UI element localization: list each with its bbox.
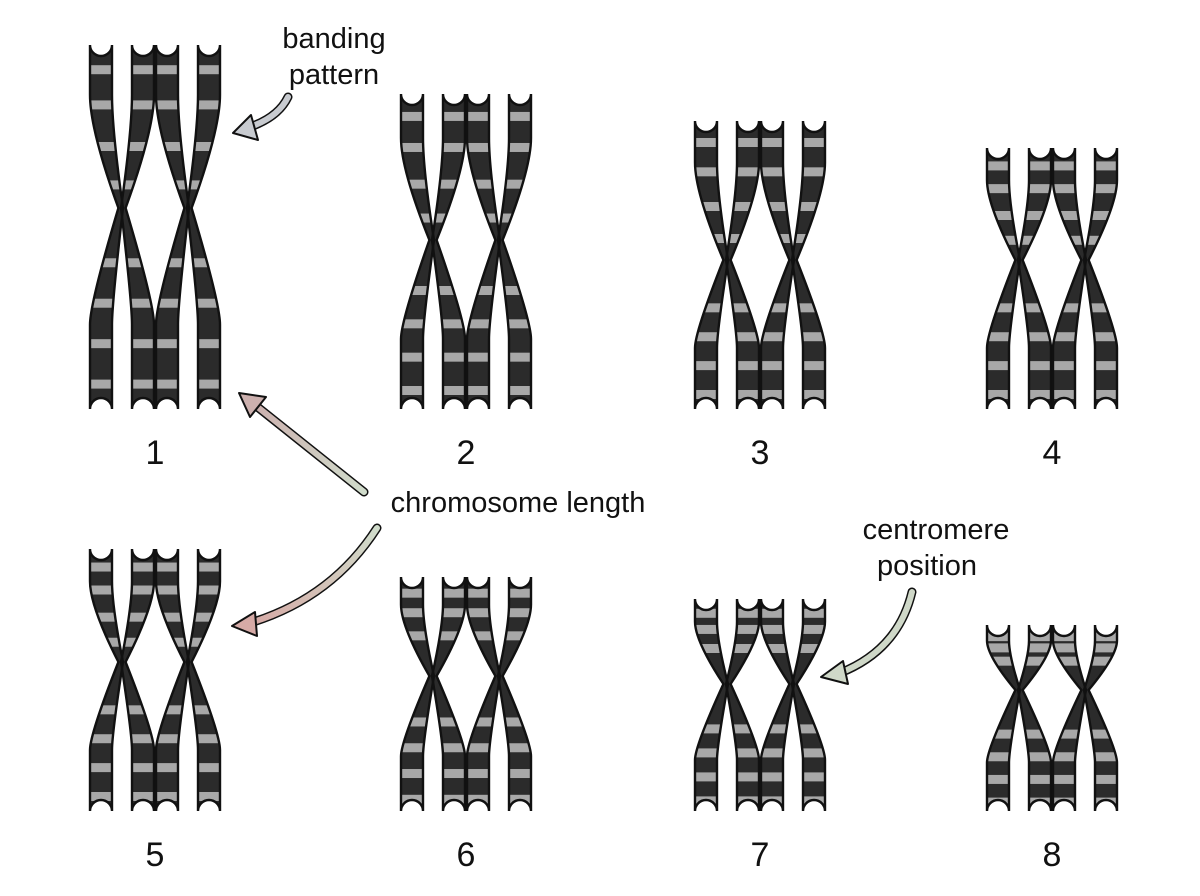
chromosome: [759, 120, 827, 410]
chromosome-pair-2: [399, 93, 533, 410]
chromosome: [465, 93, 533, 410]
chromosome-pair-4: [985, 147, 1119, 410]
pair-number-5: 5: [146, 836, 165, 874]
banding-pattern-arrowhead-icon: [232, 114, 259, 141]
pair-number-7: 7: [751, 836, 770, 874]
chromosome: [693, 120, 761, 410]
chromosome-length-label: chromosome length: [391, 487, 646, 519]
banding-pattern-annotation: banding pattern: [232, 23, 386, 141]
centromere-position-arrowhead-icon: [820, 660, 849, 685]
chromosome-pair-7: [693, 598, 827, 812]
chromosome: [399, 576, 467, 812]
chromosome: [693, 598, 761, 812]
pair-number-8: 8: [1043, 836, 1062, 874]
chromosome-pairs: [88, 44, 1119, 812]
banding-pattern-label-line2: pattern: [289, 59, 379, 91]
chromosome: [759, 598, 827, 812]
chromosome: [88, 548, 156, 812]
chromosome-length-arrowhead-bottom-icon: [231, 611, 258, 637]
chromosome: [985, 147, 1053, 410]
chromosome: [88, 44, 156, 410]
pair-number-3: 3: [751, 434, 770, 472]
chromosome: [154, 44, 222, 410]
chromosome: [985, 624, 1053, 812]
pair-number-2: 2: [457, 434, 476, 472]
chromosome-pair-6: [399, 576, 533, 812]
chromosome-pair-8: [985, 624, 1119, 812]
chromosome-pair-5: [88, 548, 222, 812]
pair-numbers: 1 2 3 4 5 6 7 8: [146, 434, 1062, 874]
banding-pattern-label-line1: banding: [282, 23, 385, 55]
chromosome-pair-1: [88, 44, 222, 410]
chromosome: [399, 93, 467, 410]
centromere-position-label-line1: centromere: [863, 514, 1010, 546]
chromosome: [154, 548, 222, 812]
pair-number-6: 6: [457, 836, 476, 874]
centromere-position-arrow-icon: [835, 587, 917, 678]
chromosome: [465, 576, 533, 812]
chromosome-length-arrow-bottom-icon: [245, 523, 382, 628]
chromosome-pair-3: [693, 120, 827, 410]
centromere-position-annotation: centromere position: [820, 514, 1010, 685]
chromosome: [1051, 147, 1119, 410]
pair-number-4: 4: [1043, 434, 1062, 472]
pair-number-1: 1: [146, 434, 165, 472]
centromere-position-label-line2: position: [877, 550, 977, 582]
chromosome: [1051, 624, 1119, 812]
chromosome-length-annotation: chromosome length: [231, 392, 646, 637]
chromosome-length-arrowhead-top-icon: [238, 392, 267, 418]
